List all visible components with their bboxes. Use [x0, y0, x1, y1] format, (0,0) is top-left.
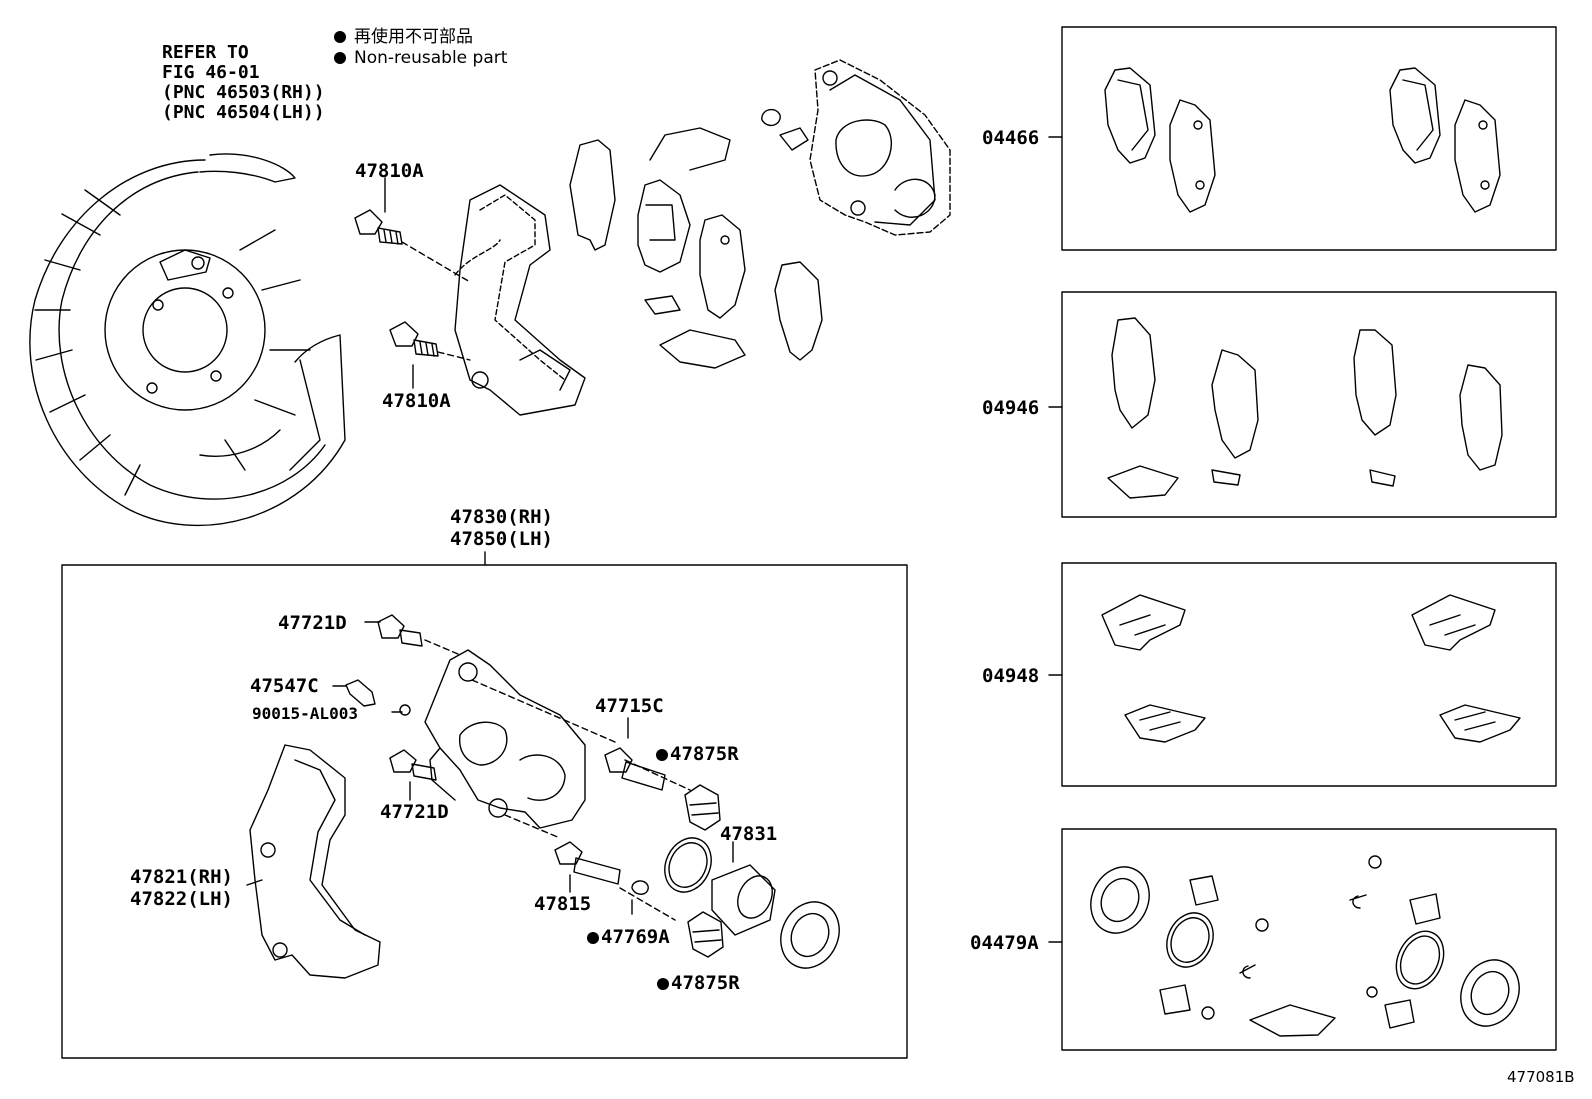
mounting-bracket-top-drawing — [454, 184, 586, 416]
label-47810a-lower: 47810A — [382, 390, 451, 412]
kit-label-04946: 04946 — [982, 397, 1040, 419]
label-47715c: 47715C — [595, 695, 664, 717]
slide-pin-lower-drawing — [554, 841, 621, 885]
refer-note: REFER TO FIG 46-01 (PNC 46503(RH)) (PNC … — [162, 42, 325, 123]
kit-04946-drawing — [1107, 317, 1503, 499]
kit-04948-drawing — [1101, 594, 1521, 743]
boot-lower-drawing — [687, 911, 724, 958]
non-reusable-dot-icon — [656, 749, 668, 761]
dust-cover-drawing — [29, 153, 346, 527]
kit-04479a-drawing — [1090, 855, 1520, 1037]
slide-pin-upper-drawing — [604, 747, 666, 791]
piston-drawing — [664, 837, 840, 969]
boot-upper-drawing — [684, 784, 721, 831]
diagram-id: 477081B — [1507, 1068, 1575, 1086]
bolt-47810a-lower-drawing — [389, 321, 471, 361]
bushing-drawing — [631, 880, 649, 895]
bleeder-drawing — [345, 679, 411, 716]
bolt-47810a-upper-drawing — [354, 209, 471, 283]
non-reusable-dot-icon — [334, 52, 346, 64]
mounting-bracket-lower-drawing — [249, 744, 381, 979]
non-reusable-dot-icon — [334, 31, 346, 43]
label-47810a-upper: 47810A — [355, 160, 424, 182]
label-47822-lh: 47822(LH) — [130, 888, 233, 910]
label-47547c: 47547C — [250, 675, 319, 697]
leader-lines — [246, 621, 734, 915]
label-47815: 47815 — [534, 893, 592, 915]
kit-label-04479a: 04479A — [970, 932, 1039, 954]
label-47721d-bottom: 47721D — [380, 801, 449, 823]
label-47831: 47831 — [720, 823, 778, 845]
label-47721d-top: 47721D — [278, 612, 347, 634]
label-47769a: 47769A — [587, 928, 670, 947]
label-caliper-assy-lh: 47850(LH) — [450, 528, 553, 550]
kit-04466-drawing — [1104, 67, 1501, 213]
non-reusable-dot-icon — [587, 932, 599, 944]
label-47875r-upper: 47875R — [656, 745, 739, 764]
label-47821-rh: 47821(RH) — [130, 866, 233, 888]
label-90015-al003: 90015-AL003 — [252, 704, 358, 723]
caliper-body-drawing — [424, 649, 586, 829]
caliper-dashes — [424, 639, 691, 921]
kit-label-04948: 04948 — [982, 665, 1040, 687]
legend-english: Non-reusable part — [334, 48, 507, 68]
caliper-top-drawing — [761, 59, 951, 236]
non-reusable-dot-icon — [657, 978, 669, 990]
bolt-47721d-top-drawing — [377, 614, 423, 647]
label-caliper-assy-rh: 47830(RH) — [450, 506, 553, 528]
bolt-47721d-bottom-drawing — [389, 749, 437, 781]
label-47875r-lower: 47875R — [657, 974, 740, 993]
kit-label-04466: 04466 — [982, 127, 1040, 149]
pads-shims-top-drawing — [569, 127, 823, 369]
legend-japanese: 再使用不可部品 — [334, 22, 473, 47]
